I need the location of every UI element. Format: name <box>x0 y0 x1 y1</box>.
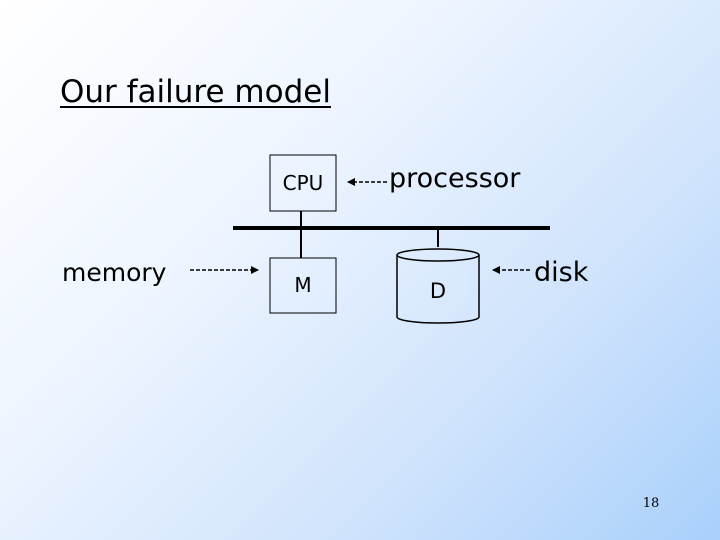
memory-box <box>269 257 337 314</box>
page-number: 18 <box>642 496 660 511</box>
disk-box-label: D <box>429 279 447 303</box>
cpu-box <box>269 154 337 212</box>
memory-label: memory <box>62 258 167 287</box>
slide-title: Our failure model <box>60 74 331 110</box>
disk-label: disk <box>534 257 589 288</box>
disk-cylinder <box>396 248 480 324</box>
memory-box-label: M <box>294 273 312 297</box>
processor-label: processor <box>389 163 521 194</box>
cpu-label: CPU <box>282 171 324 195</box>
